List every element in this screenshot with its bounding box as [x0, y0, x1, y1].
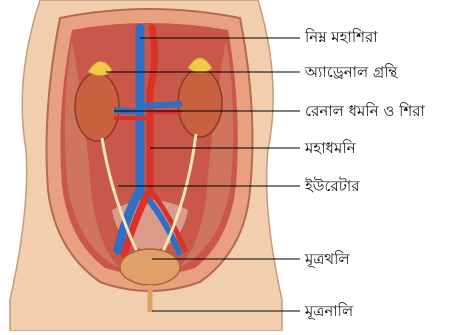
right-kidney	[178, 69, 222, 137]
label-bladder: মূত্রথলি	[305, 250, 350, 268]
label-inferior-vena-cava: নিম্ন মহাশিরা	[305, 28, 378, 46]
right-renal-vein	[140, 104, 182, 106]
label-aorta: মহাধমনি	[305, 139, 356, 157]
label-adrenal-gland: অ্যাড্রেনাল গ্রন্থি	[305, 63, 397, 81]
left-kidney	[75, 73, 119, 141]
urinary-bladder	[120, 249, 180, 285]
label-ureter: ইউরেটার	[305, 177, 360, 195]
label-renal-artery-vein: রেনাল ধমনি ও শিরা	[305, 102, 425, 120]
label-urethra: মূত্রনালি	[305, 302, 353, 320]
